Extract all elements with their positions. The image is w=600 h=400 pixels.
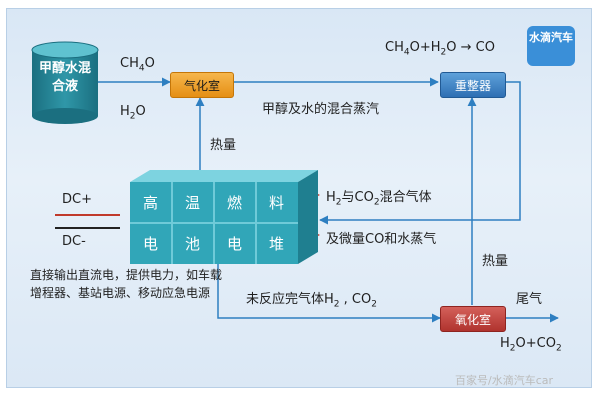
stack-cell: 燃: [226, 194, 243, 212]
vaporizer-box: 气化室: [170, 72, 234, 98]
reformer-box: 重整器: [440, 72, 506, 98]
reaction-formula: CH4O+H2O → CO: [385, 40, 495, 58]
exhaust-label: 尾气: [516, 292, 543, 307]
reformer-to-stack-line: [319, 81, 521, 225]
watermark: 百家号/水滴汽车car: [455, 374, 554, 387]
gas-mix-label: H2与CO2混合气体: [326, 190, 432, 208]
stack-cell: 料: [268, 194, 285, 212]
oxidizer-box: 氧化室: [440, 306, 506, 332]
stack-cell: 高: [142, 194, 159, 212]
unreacted-to-oxidizer-line: [217, 250, 441, 323]
stack-cell: 温: [184, 194, 201, 212]
tank-label: 甲醇水混合液: [38, 61, 91, 94]
output-note: 直接输出直流电，提供电力，如车载增程器、基站电源、移动应急电源: [30, 268, 223, 300]
heat-right-label: 热量: [482, 254, 509, 269]
products-label: H2O+CO2: [500, 336, 562, 354]
stack-cell: 电: [142, 235, 159, 253]
ch4o-label: CH4O: [120, 56, 155, 74]
dc-minus-label: DC-: [62, 234, 86, 249]
brand-logo: 水滴汽车: [527, 26, 575, 66]
trace-label: 及微量CO和水蒸气: [326, 232, 437, 247]
fuel-cell-stack: [130, 170, 318, 264]
heat-left-label: 热量: [210, 138, 237, 153]
dc-plus-label: DC+: [62, 192, 92, 207]
unreacted-label: 未反应完气体H2 , CO2: [246, 292, 377, 310]
vapor-label: 甲醇及水的混合蒸汽: [262, 102, 380, 117]
h2o-label: H2O: [120, 104, 146, 122]
stack-cell: 堆: [268, 235, 285, 253]
stack-cell: 电: [226, 235, 243, 253]
stack-cell: 池: [184, 235, 201, 253]
methanol-tank-icon: [31, 41, 99, 124]
